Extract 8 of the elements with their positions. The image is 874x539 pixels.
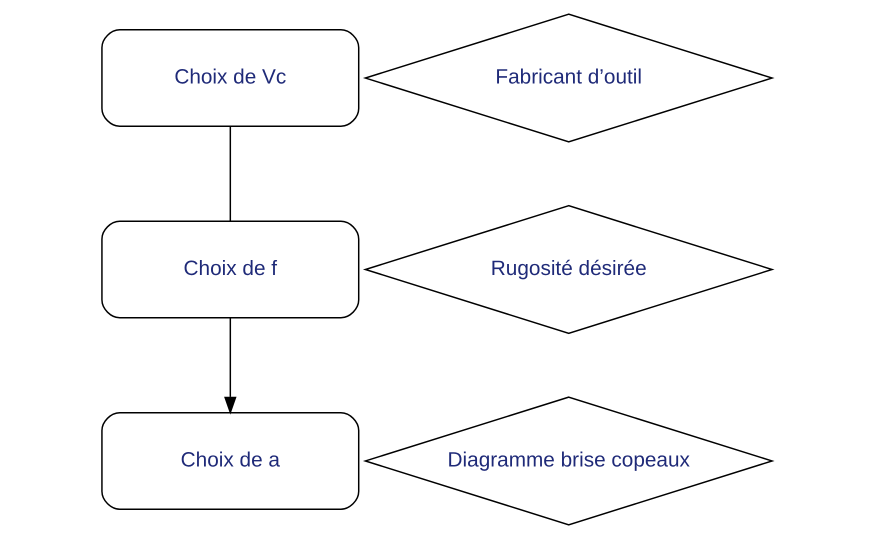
node-diamond: Rugosité désirée xyxy=(362,204,775,334)
node-box: Choix de f xyxy=(101,220,360,318)
node-box: Choix de Vc xyxy=(101,29,360,128)
node-diamond: Diagramme brise copeaux xyxy=(362,396,775,526)
node-box: Choix de a xyxy=(101,412,360,510)
connector xyxy=(230,126,232,221)
arrow xyxy=(224,318,237,415)
node-diamond: Fabricant d’outil xyxy=(362,13,775,143)
